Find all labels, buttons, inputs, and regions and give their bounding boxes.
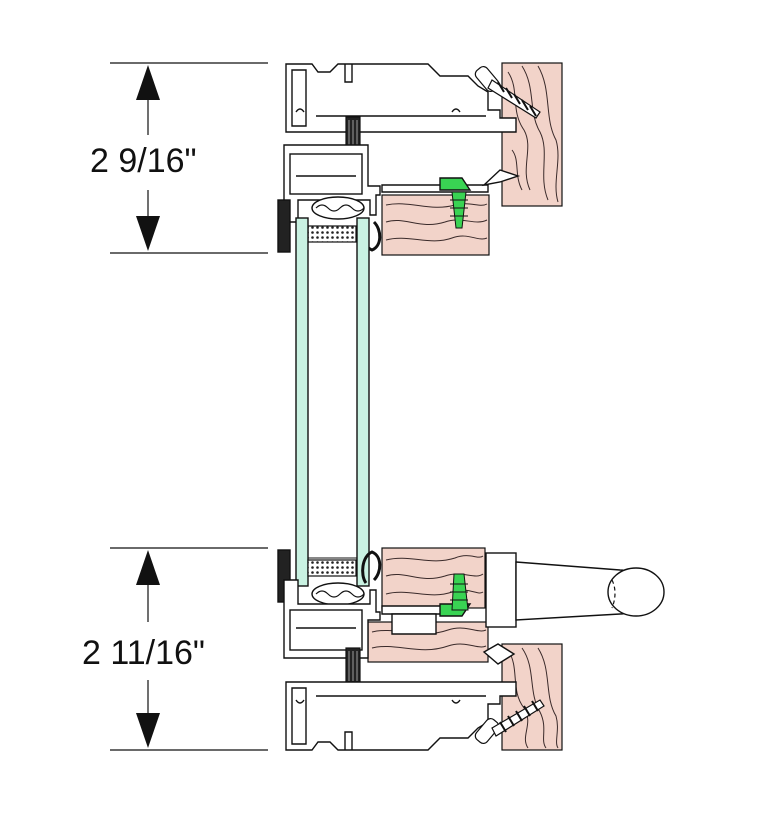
dimension-bottom-arrow-down bbox=[136, 713, 160, 748]
top-frame-profile bbox=[285, 63, 517, 133]
dimension-top-label: 2 9/16" bbox=[90, 142, 197, 180]
top-green-fastener bbox=[450, 191, 468, 229]
screw-icon bbox=[474, 65, 541, 119]
bottom-inner-wood-block bbox=[381, 547, 486, 609]
top-outer-wood-block bbox=[501, 62, 563, 207]
bottom-glazing-seals bbox=[307, 550, 382, 606]
dimension-bottom-label: 2 11/16" bbox=[82, 634, 205, 672]
screw-icon bbox=[474, 699, 545, 745]
bottom-lower-wood-block bbox=[367, 621, 489, 663]
bottom-brush-seal bbox=[345, 647, 361, 685]
dimension-bottom bbox=[110, 547, 268, 751]
dimension-bottom-arrow-up bbox=[136, 550, 160, 585]
top-brush-seal bbox=[345, 116, 361, 154]
top-inner-wood-block bbox=[381, 194, 490, 256]
dimension-top bbox=[110, 62, 268, 254]
window-handle-icon bbox=[485, 552, 665, 628]
dimension-top-arrow-down bbox=[136, 216, 160, 251]
insulated-glass-unit bbox=[295, 217, 370, 587]
top-glazing-seals bbox=[307, 196, 382, 252]
bottom-green-fastener bbox=[450, 573, 469, 611]
top-sash-profile bbox=[277, 144, 521, 253]
bottom-frame-profile bbox=[285, 681, 517, 751]
bottom-outer-wood-block bbox=[501, 643, 563, 751]
dimension-top-arrow-up bbox=[136, 65, 160, 100]
